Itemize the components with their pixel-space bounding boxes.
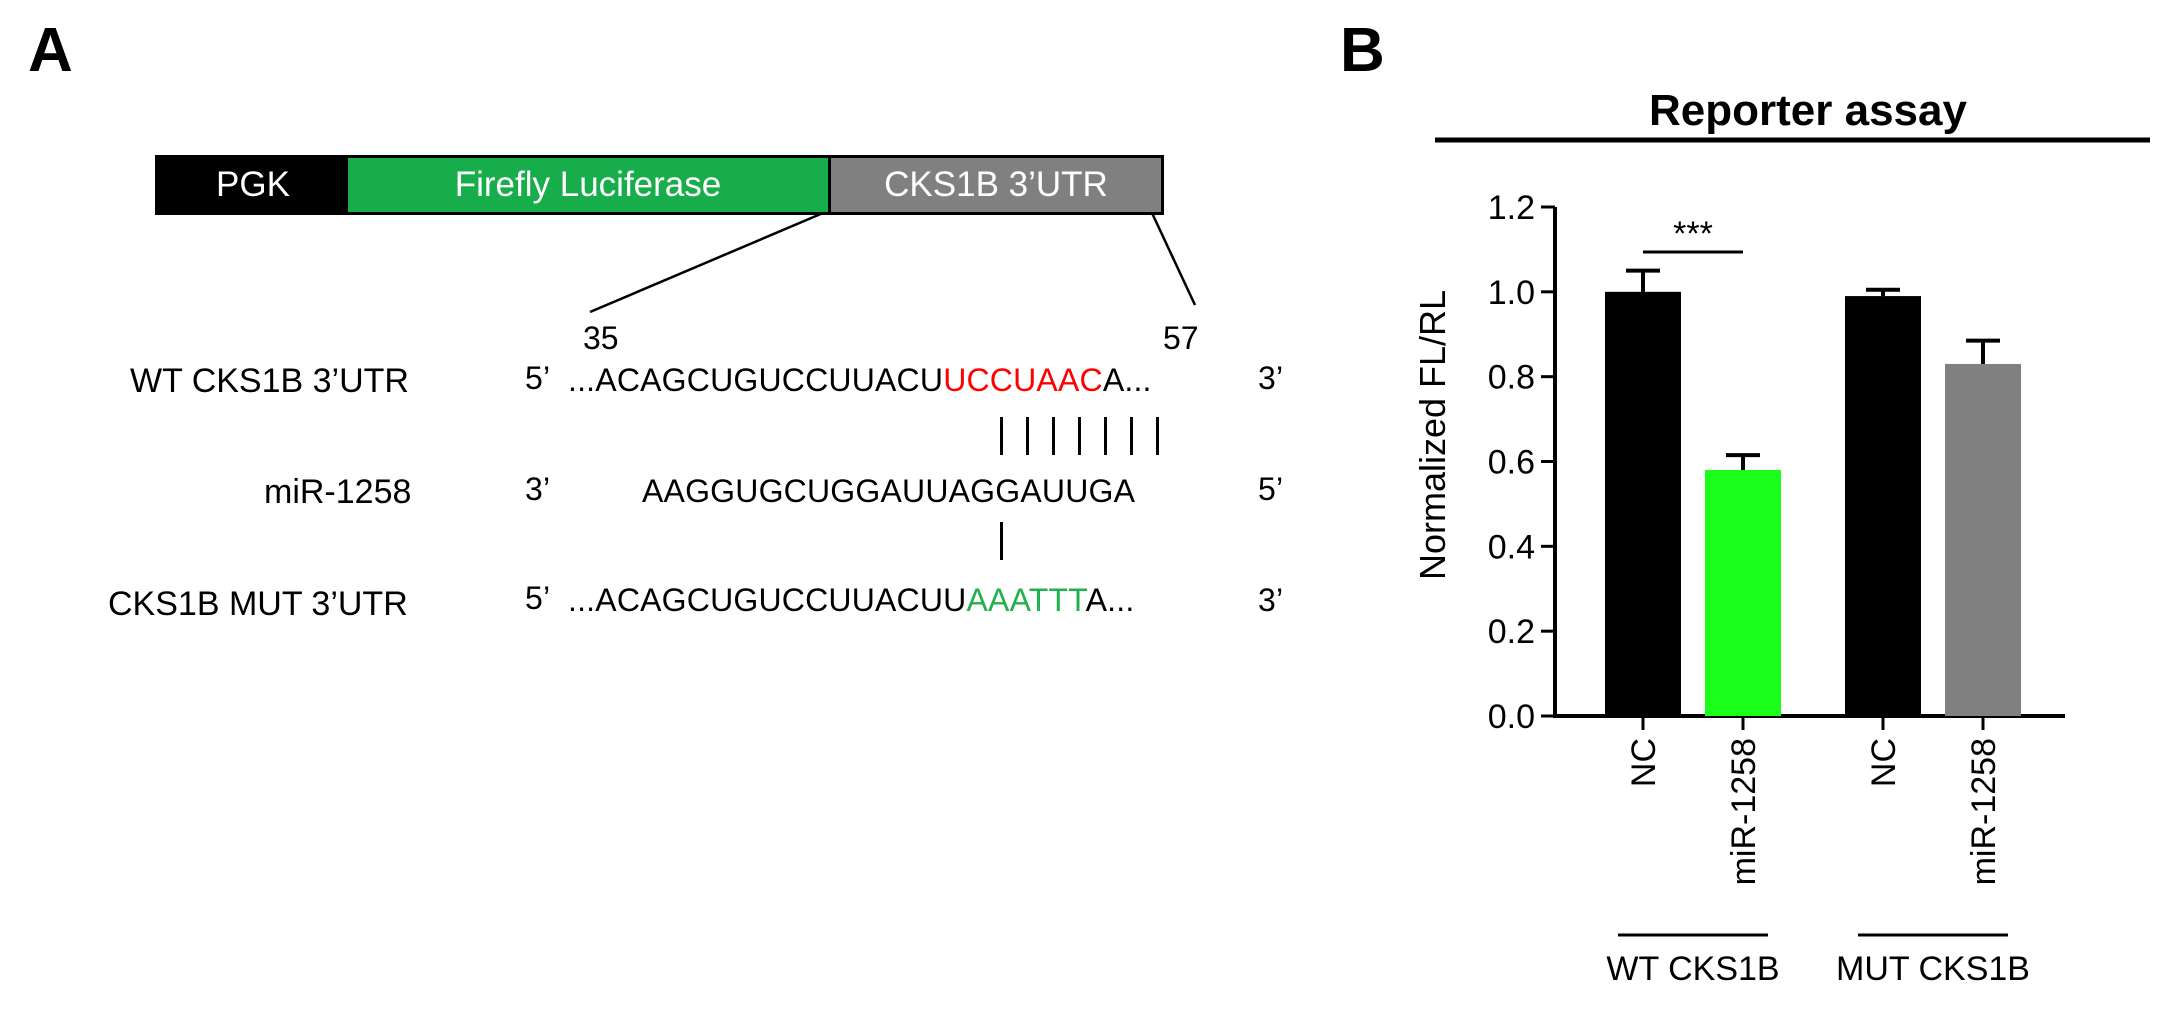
group-label-wt: WT CKS1B	[1606, 950, 1779, 988]
pgk-segment: PGK	[158, 158, 348, 212]
pairing-mark	[1000, 417, 1003, 455]
reporter-assay-chart: Reporter assay Normalized FL/RL 0.00.20.…	[1412, 86, 2150, 988]
wt-utr-label: WT CKS1B 3’UTR	[130, 362, 409, 400]
mir-5prime: 5’	[1258, 471, 1284, 507]
y-tick-label: 0.4	[1488, 528, 1535, 566]
zoom-line-left	[589, 211, 824, 314]
error-bars	[1626, 268, 2000, 470]
significance-stars: ***	[1673, 215, 1713, 253]
position-end: 57	[1163, 320, 1199, 356]
mir-label: miR-1258	[264, 473, 412, 511]
y-tick-label: 1.0	[1488, 274, 1535, 312]
x-tick-label: miR-1258	[1965, 738, 2003, 885]
mut-seed-region: AAATTT	[966, 582, 1086, 618]
pairing-mark	[1130, 417, 1133, 455]
zoom-line-right	[1150, 212, 1197, 306]
bars	[1605, 291, 2021, 716]
group-label-mut: MUT CKS1B	[1836, 950, 2030, 988]
wt-sequence-prefix: ...ACAGCUGUCCUUACU	[568, 362, 944, 398]
reporter-construct: PGK Firefly Luciferase CKS1B 3’UTR	[155, 155, 1164, 215]
zoom-lines	[589, 211, 1197, 314]
mut-sequence-suffix: A...	[1085, 582, 1135, 618]
bar	[1945, 363, 2021, 716]
y-tick-label: 0.2	[1488, 613, 1535, 651]
wt-5prime: 5’	[525, 360, 551, 396]
mut-3prime: 3’	[1258, 582, 1284, 618]
y-tick-label: 0.6	[1488, 444, 1535, 482]
panel-b-letter: B	[1340, 16, 1385, 85]
pairing-mark	[1026, 417, 1029, 455]
x-ticks: NC miR-1258 NC miR-1258	[1625, 716, 2003, 885]
y-ticks: 0.0 0.2 0.4 0.6 0.8 1.0 1.2	[1488, 189, 1555, 736]
position-start: 35	[583, 320, 619, 356]
mutant-pairing-mark	[1000, 522, 1003, 560]
y-axis-label: Normalized FL/RL	[1412, 290, 1453, 580]
pairing-mark	[1104, 417, 1107, 455]
wt-sequence: ...ACAGCUGUCCUUACUUCCUAACA...	[568, 362, 1152, 399]
y-tick-label: 0.8	[1488, 359, 1535, 397]
mut-sequence-prefix: ...ACAGCUGUCCUUACUU	[568, 582, 967, 618]
panel-a-letter: A	[28, 16, 73, 85]
wt-seed-region: UCCUAAC	[943, 362, 1103, 398]
mut-utr-label: CKS1B MUT 3’UTR	[108, 585, 408, 623]
pairing-mark	[1078, 417, 1081, 455]
bar	[1705, 469, 1781, 716]
cks1b-utr-segment: CKS1B 3’UTR	[828, 158, 1161, 212]
pairing-mark	[1052, 417, 1055, 455]
x-tick-label: NC	[1865, 738, 1903, 787]
x-tick-label: miR-1258	[1725, 738, 1763, 885]
wt-3prime: 3’	[1258, 360, 1284, 396]
y-tick-label: 1.2	[1488, 189, 1535, 227]
mir-sequence: AAGGUGCUGGAUUAGGAUUGA	[642, 473, 1136, 509]
firefly-luciferase-segment: Firefly Luciferase	[348, 158, 828, 212]
chart-title: Reporter assay	[1649, 86, 1967, 135]
wt-sequence-suffix: A...	[1102, 362, 1152, 398]
mut-sequence: ...ACAGCUGUCCUUACUUAAATTTA...	[568, 582, 1134, 619]
x-tick-label: NC	[1625, 738, 1663, 787]
pairing-mark	[1156, 417, 1159, 455]
bar	[1605, 291, 1681, 716]
bar	[1845, 296, 1921, 716]
mut-5prime: 5’	[525, 580, 551, 616]
mir-3prime: 3’	[525, 471, 551, 507]
y-tick-label: 0.0	[1488, 698, 1535, 736]
